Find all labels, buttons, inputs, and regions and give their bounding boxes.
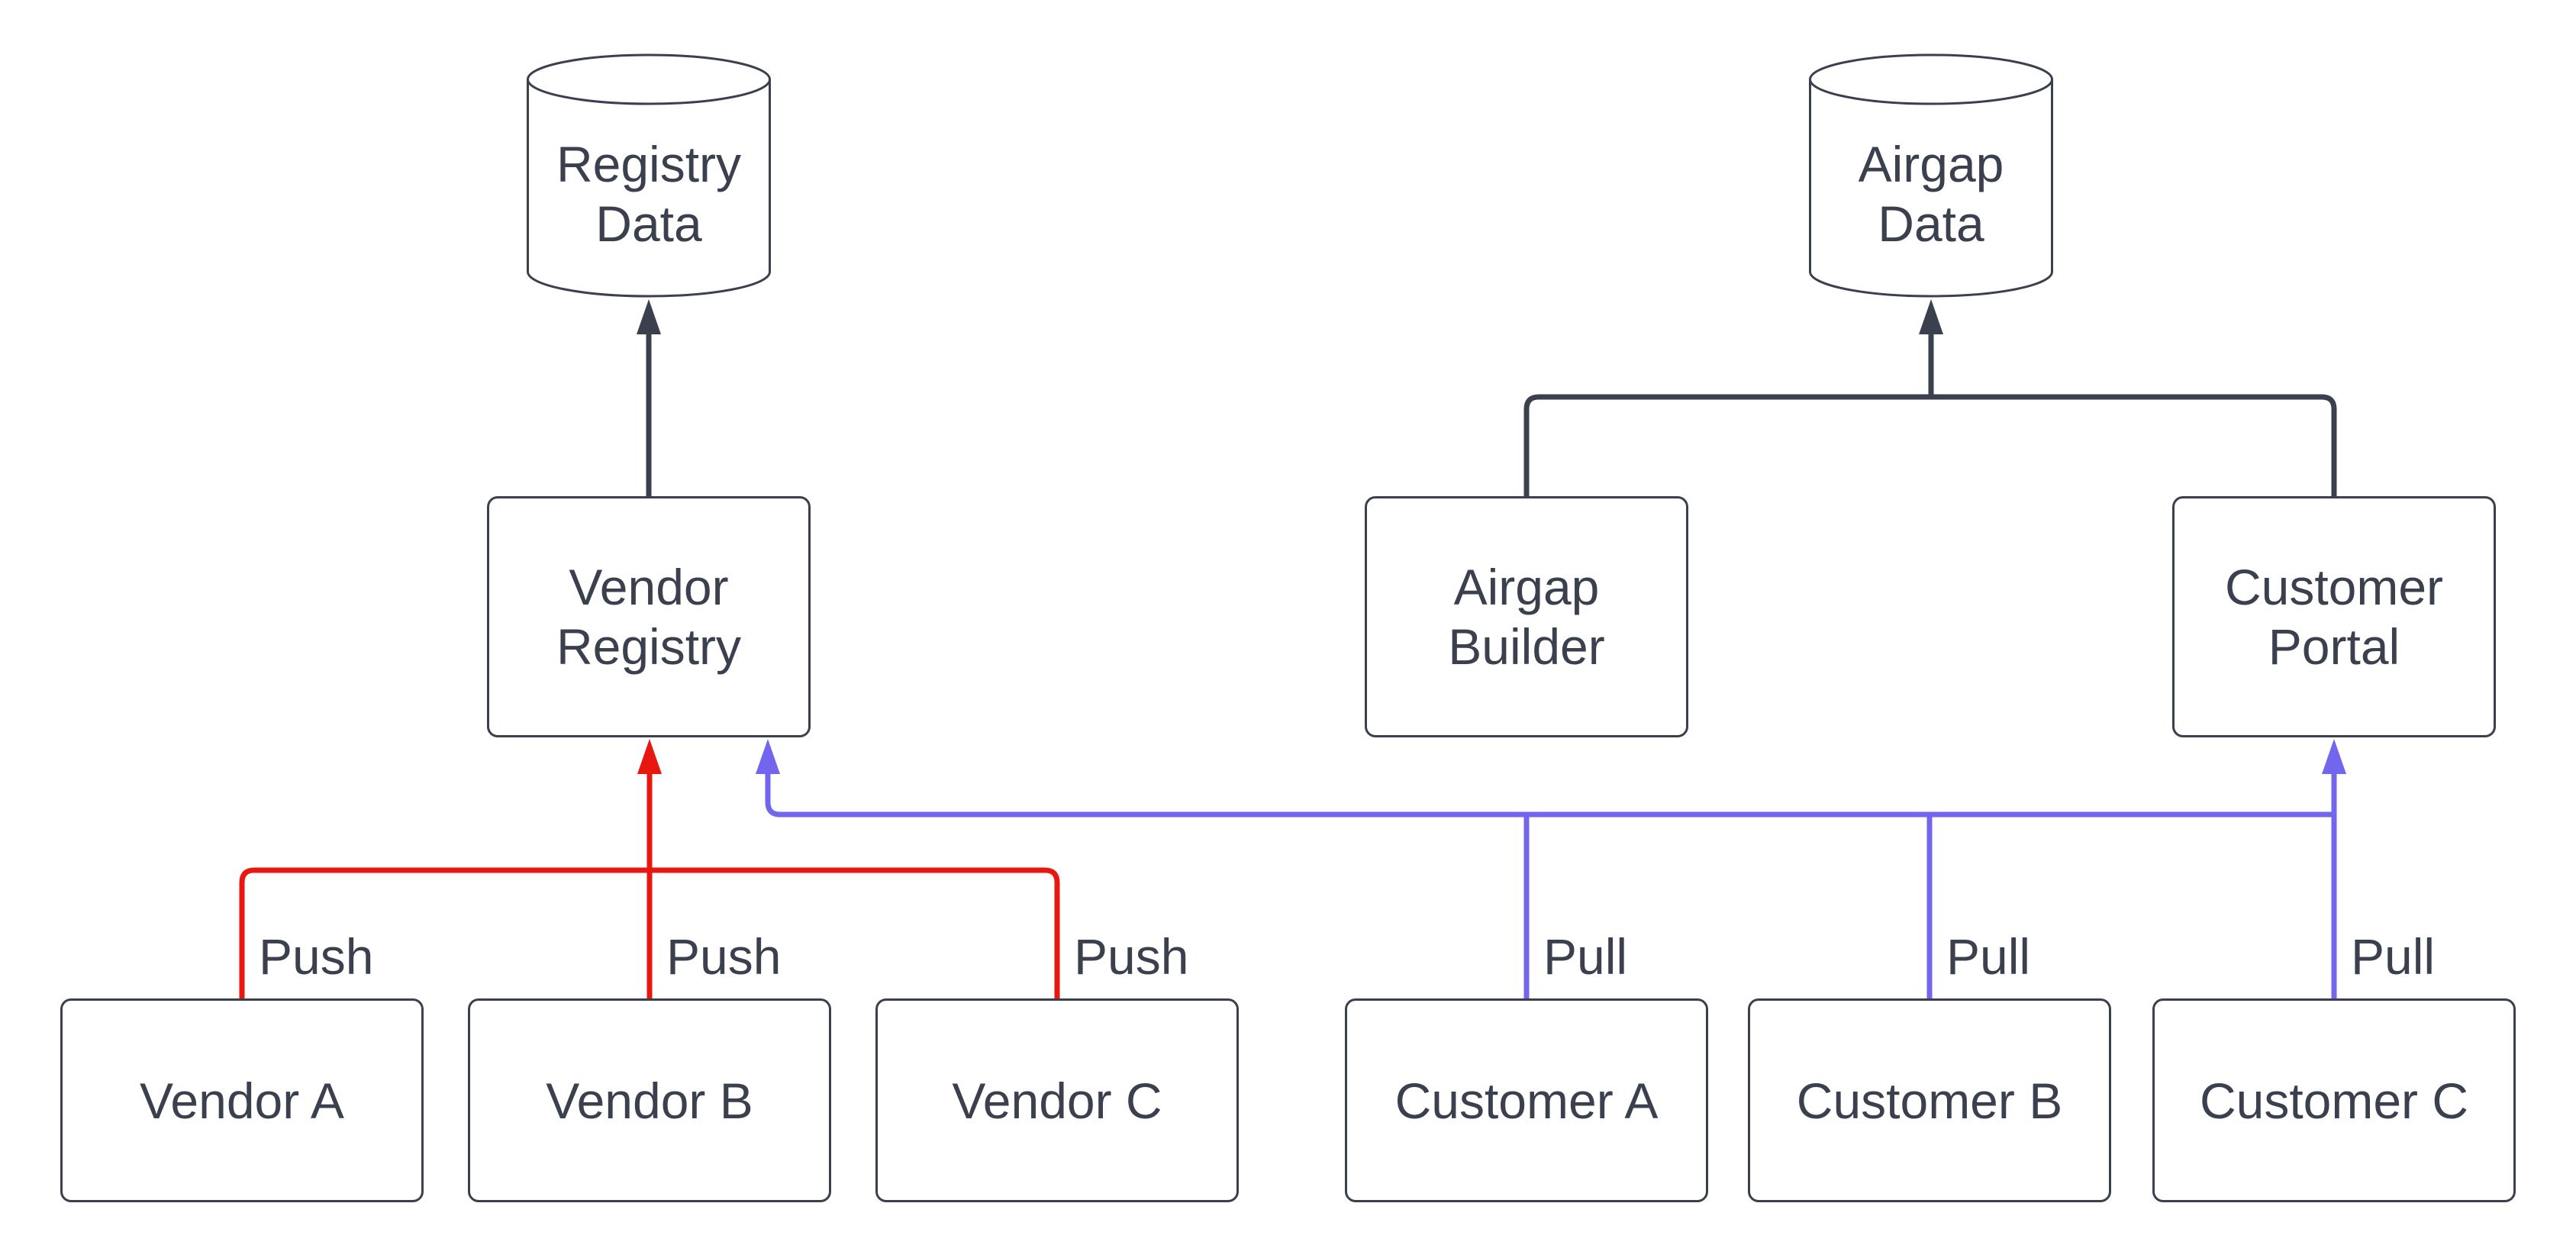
node-airgap-builder: Airgap Builder <box>1365 496 1688 737</box>
database-cylinder-airgap-data <box>1809 53 2053 298</box>
arrowhead-pull-into-vendor-registry <box>756 739 780 774</box>
node-registry-data-label: Registry Data <box>556 136 742 252</box>
node-vendor-a-label: Vendor A <box>140 1072 344 1129</box>
node-customer-a-label: Customer A <box>1394 1072 1659 1129</box>
node-customer-portal: Customer Portal <box>2172 496 2496 737</box>
node-customer-c: Customer C <box>2152 998 2516 1202</box>
node-vendor-registry-label: Vendor Registry <box>556 559 742 675</box>
arrowhead-push-into-vendor-registry <box>637 739 662 774</box>
arrowhead-pull-into-customer-portal <box>2322 739 2346 774</box>
storage-edges <box>637 299 2337 499</box>
node-airgap-data-label: Airgap Data <box>1858 136 2004 252</box>
node-customer-portal-label: Customer Portal <box>2224 559 2444 675</box>
database-cylinder-registry-data <box>527 53 771 298</box>
edge-builder-and-portal-to-airgap-data <box>1523 394 2337 499</box>
node-customer-a: Customer A <box>1345 998 1708 1202</box>
node-vendor-b: Vendor B <box>468 998 831 1202</box>
node-vendor-registry: Vendor Registry <box>487 496 811 737</box>
pull-edges <box>756 739 2346 1002</box>
node-vendor-c-label: Vendor C <box>952 1072 1162 1129</box>
arrowhead-into-registry-data <box>637 299 661 334</box>
node-vendor-b-label: Vendor B <box>546 1072 753 1129</box>
node-vendor-c: Vendor C <box>875 998 1239 1202</box>
edge-label-pull-customer-a: Pull <box>1543 928 1628 985</box>
node-customer-b: Customer B <box>1748 998 2111 1202</box>
push-edges <box>239 739 1060 1002</box>
node-airgap-builder-label: Airgap Builder <box>1448 559 1605 675</box>
cylinder-top <box>527 53 771 105</box>
edge-pull-bus <box>765 769 2337 818</box>
node-customer-b-label: Customer B <box>1796 1072 2063 1129</box>
arrowhead-into-airgap-data <box>1919 299 1943 334</box>
edge-label-push-vendor-a: Push <box>259 928 374 985</box>
edge-label-push-vendor-b: Push <box>666 928 782 985</box>
edge-label-pull-customer-c: Pull <box>2351 928 2436 985</box>
cylinder-top <box>1809 53 2053 105</box>
edge-label-pull-customer-b: Pull <box>1946 928 2031 985</box>
node-vendor-a: Vendor A <box>60 998 424 1202</box>
cylinder-body <box>1809 78 2053 298</box>
node-customer-c-label: Customer C <box>2199 1072 2469 1129</box>
cylinder-body <box>527 78 771 298</box>
edge-label-push-vendor-c: Push <box>1074 928 1189 985</box>
